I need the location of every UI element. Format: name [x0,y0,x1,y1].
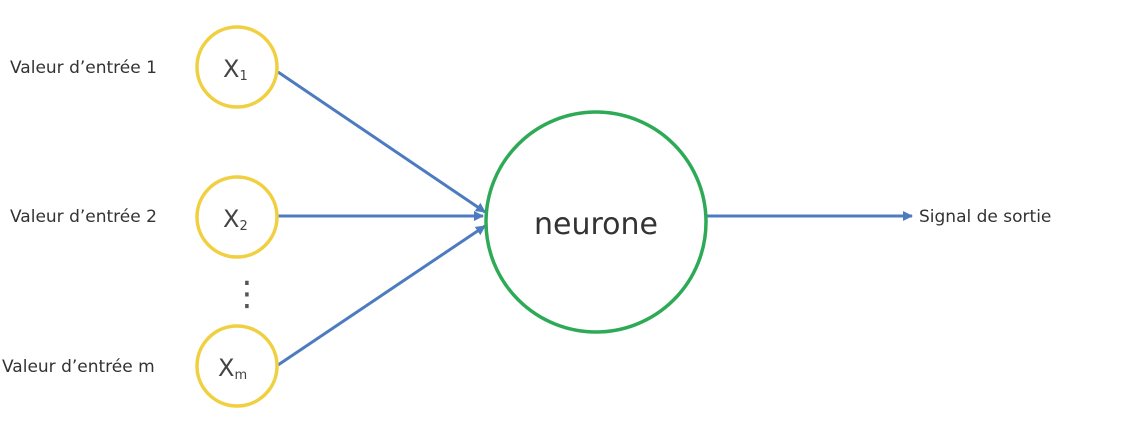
inputs-ellipsis: ⋮ [230,274,264,314]
input-node-2-label: X2 [223,205,248,234]
input-node-1-var: X [223,55,239,83]
output-label: Signal de sortie [919,207,1051,227]
input-node-1-sub: 1 [239,69,247,84]
arrow-input-1-to-neuron [277,70,486,214]
input-node-m-var: X [218,354,234,382]
input-node-2 [195,175,279,259]
arrow-input-m-to-neuron [277,224,486,367]
input-node-2-sub: 2 [239,219,247,234]
input-node-1-label: X1 [223,55,248,84]
neuron-label: neurone [534,207,658,242]
input-label-2: Valeur d’entrée 2 [10,207,157,227]
input-node-1 [195,25,279,109]
input-node-m-label: Xm [218,354,247,383]
input-node-2-var: X [223,205,239,233]
neuron-node [484,110,708,334]
input-label-m: Valeur d’entrée m [2,357,155,377]
input-node-m [195,324,279,408]
input-node-m-sub: m [234,368,247,383]
input-label-1: Valeur d’entrée 1 [10,58,157,78]
